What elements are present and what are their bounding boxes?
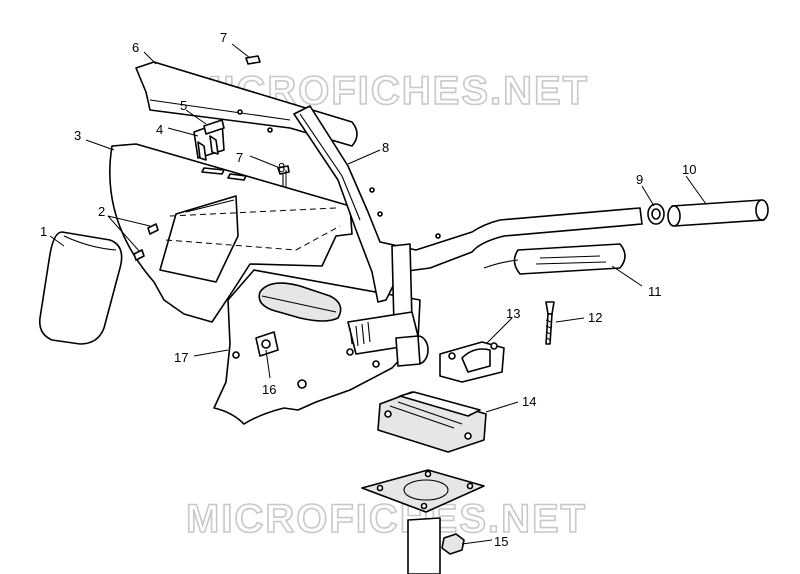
callout-11: 11 xyxy=(648,284,662,299)
callout-7-top: 7 xyxy=(220,30,227,45)
part-12-bolt xyxy=(545,301,555,345)
part-14-lower-clamp xyxy=(377,391,487,453)
part-11-grip-left xyxy=(483,243,626,275)
callout-2: 2 xyxy=(98,204,105,219)
callout-6: 6 xyxy=(132,40,139,55)
callout-16: 16 xyxy=(262,382,276,397)
steering-post xyxy=(347,243,441,574)
part-1-cover xyxy=(38,231,123,345)
part-15-nut xyxy=(441,533,465,555)
callout-1: 1 xyxy=(40,224,47,239)
part-13-upper-clamp xyxy=(439,341,505,383)
part-5-switch-cap xyxy=(203,119,225,135)
part-17-fairing-bracket xyxy=(213,269,421,425)
callout-9: 9 xyxy=(636,172,643,187)
part-10-grip-right xyxy=(667,199,769,227)
callout-12: 12 xyxy=(588,310,602,325)
callout-7-mid: 7 xyxy=(236,150,243,165)
callout-14: 14 xyxy=(522,394,536,409)
part-3-dash-housing xyxy=(109,143,353,323)
callout-13: 13 xyxy=(506,306,520,321)
callout-3: 3 xyxy=(74,128,81,143)
callout-8-left: 8 xyxy=(278,160,285,175)
callout-4: 4 xyxy=(156,122,163,137)
watermark-bottom: MICROFICHES.NET xyxy=(186,497,587,541)
leader-lines xyxy=(49,43,707,545)
part-9-end-bushing xyxy=(647,203,665,225)
callout-17: 17 xyxy=(174,350,188,365)
part-16-clip xyxy=(255,331,279,357)
callout-15: 15 xyxy=(494,534,508,549)
callout-10: 10 xyxy=(682,162,696,177)
callout-5: 5 xyxy=(180,98,187,113)
callout-8-right: 8 xyxy=(382,140,389,155)
callout-labels: 1 2 3 4 5 6 7 7 8 8 9 10 11 12 13 14 15 … xyxy=(40,30,696,549)
mounting-plate xyxy=(361,469,485,513)
